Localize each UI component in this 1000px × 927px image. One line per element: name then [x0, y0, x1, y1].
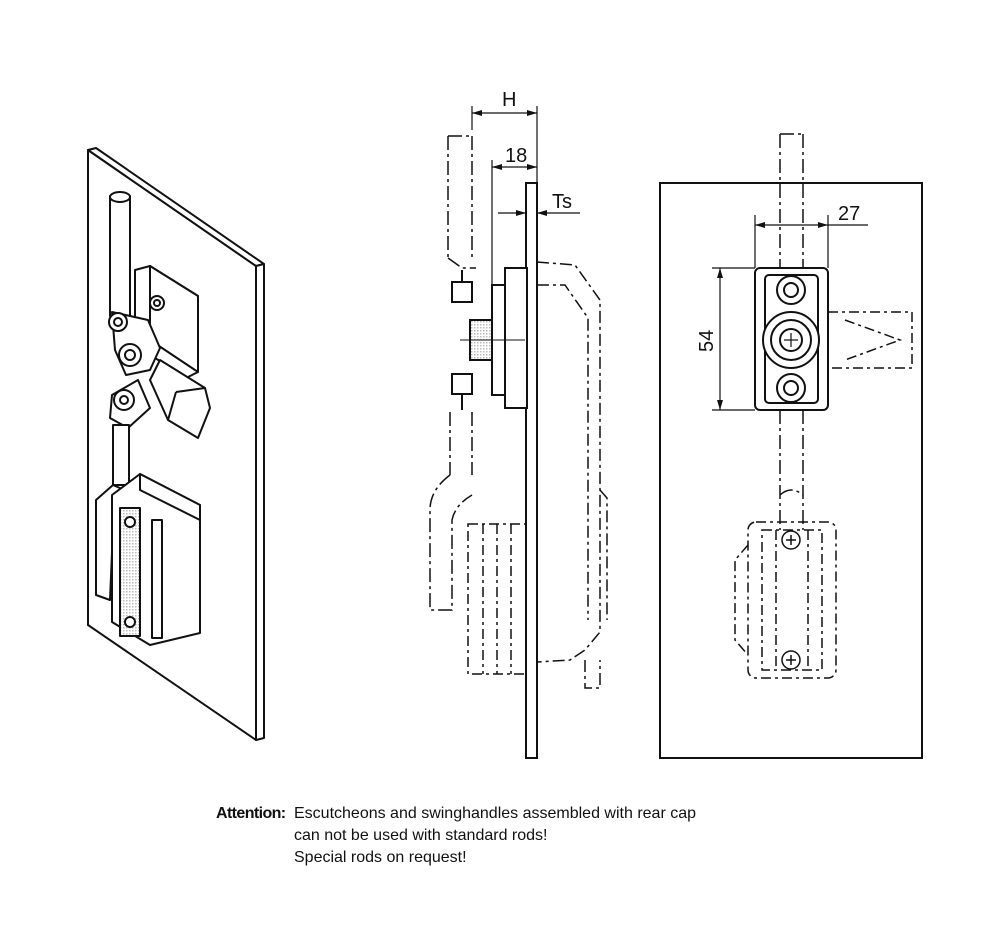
front-mechanism — [754, 267, 829, 411]
side-lower-rod — [429, 412, 473, 611]
front-handle-outline — [828, 311, 913, 369]
iso-upper-rod — [109, 191, 131, 317]
dim-ts-label: Ts — [552, 191, 572, 213]
front-rear-cap — [734, 521, 837, 679]
technical-drawing: H 18 Ts — [87, 89, 923, 759]
attention-text: Escutcheons and swinghandles assembled w… — [294, 803, 696, 869]
dim-54-label: 54 — [696, 330, 718, 352]
attention-line-1: Escutcheons and swinghandles assembled w… — [294, 805, 697, 822]
side-handle-outline — [536, 261, 608, 689]
front-lower-rod — [779, 410, 804, 530]
side-mechanism — [451, 267, 528, 410]
dim-h-label: H — [502, 89, 516, 111]
attention-line-3: Special rods on request! — [294, 849, 467, 866]
dim-18-label: 18 — [505, 145, 527, 167]
side-view — [429, 106, 608, 759]
front-rear-cap-screws — [781, 530, 801, 670]
iso-rear-cap — [111, 473, 201, 646]
attention-line-2: can not be used with standard rods! — [294, 827, 548, 844]
side-upper-rod — [447, 135, 476, 269]
front-view — [659, 133, 923, 759]
front-dimensions — [712, 215, 868, 411]
iso-plate-edge-side — [255, 263, 265, 741]
side-door-panel — [525, 182, 538, 759]
iso-linkage — [108, 311, 161, 429]
isometric-view — [87, 147, 265, 741]
dim-27-label: 27 — [838, 203, 860, 225]
side-rear-cap — [467, 523, 527, 675]
front-upper-rod — [779, 133, 804, 268]
attention-label: Attention: — [216, 805, 286, 822]
